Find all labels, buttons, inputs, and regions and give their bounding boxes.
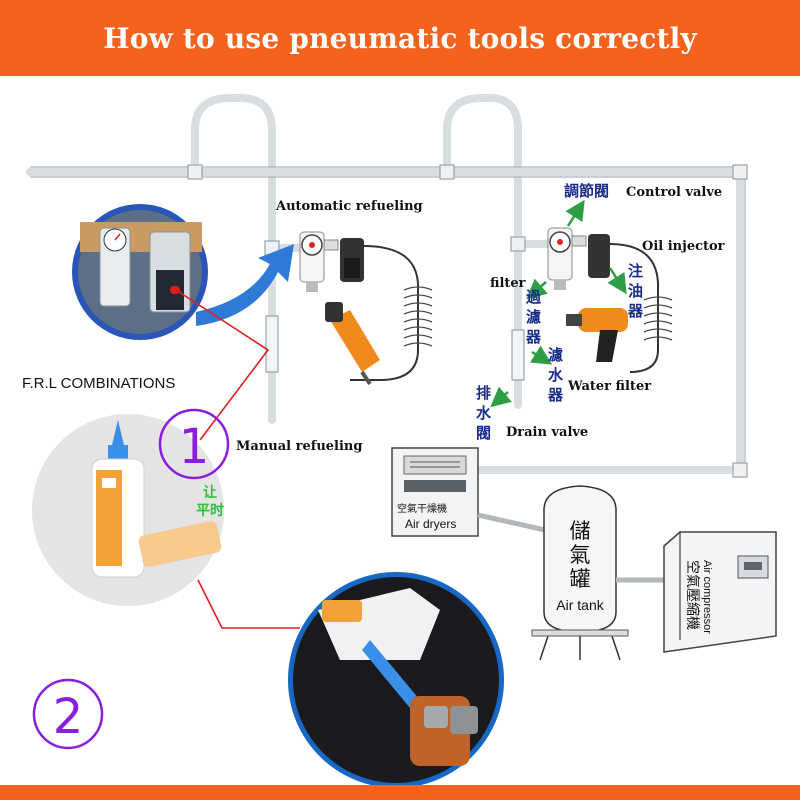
air-compressor-cn-label: 空氣壓縮機 [684,560,700,630]
frl-unit-icon [299,231,364,292]
water-filter-cn-1: 濾 [548,346,563,364]
air-dryer-icon [391,447,479,537]
drain-valve-cn-1: 排 [476,384,491,402]
callout-lines [175,289,300,629]
frl-unit-labelled-icon [547,227,610,290]
oil-injector-label: Oil injector [642,239,725,254]
step-2-circle [32,678,104,750]
pneumatic-screwdriver-icon [325,302,380,386]
title-banner [0,0,800,76]
component-arrows [490,199,627,408]
oil-bottle-icon: 让 平时 [32,414,224,606]
bottle-text-2: 平时 [196,502,224,519]
air-compressor-icon [663,530,777,653]
air-tank-label: Air tank [556,597,604,613]
water-filter-cn-2: 水 [548,366,564,384]
drain-valve-cn-2: 水 [476,404,492,422]
step-1-number: 1 [179,419,210,475]
control-valve-label: Control valve [626,185,722,200]
blue-curved-arrow [196,244,294,326]
impact-wrench-icon [566,308,628,362]
filter-cn-2: 濾 [526,308,541,326]
frl-combinations-label: F.R.L COMBINATIONS [22,375,175,392]
oiling-closeup-photo [288,572,504,788]
oil-injector-cn-1: 注 [628,262,643,280]
automatic-refueling-label: Automatic refueling [275,199,423,214]
dryer-tank-pipe [477,512,546,533]
manual-refueling-label: Manual refueling [236,439,362,454]
control-valve-cn-label: 調節閥 [564,182,609,200]
filter-label: filter [490,276,526,291]
filter-cn-1: 過 [525,288,542,306]
oil-injector-cn-3: 器 [627,302,644,320]
step-1-circle [158,408,230,480]
drain-valve-cn-3: 閥 [476,424,491,442]
air-dryers-label: Air dryers [405,517,456,531]
air-hose-left [350,245,420,381]
water-filter-cn-3: 器 [547,386,564,404]
step-2-number: 2 [53,689,84,745]
air-dryers-cn-label: 空氣干燥機 [397,502,447,515]
air-tank-cn-1: 儲 [570,519,591,543]
oil-injector-cn-2: 油 [628,282,643,300]
frl-photo [72,204,208,340]
air-compressor-label: Air compressor [701,560,713,634]
air-tank-icon [531,485,629,661]
air-tank-cn-2: 氣 [570,543,591,567]
bottle-text-1: 让 [203,484,217,501]
page-title: How to use pneumatic tools correctly [103,21,697,55]
filter-cn-3: 器 [525,328,542,346]
drain-valve-label: Drain valve [506,425,588,440]
air-tank-cn-3: 罐 [570,567,591,591]
bottom-banner [0,785,800,800]
water-filter-label: Water filter [567,379,651,394]
